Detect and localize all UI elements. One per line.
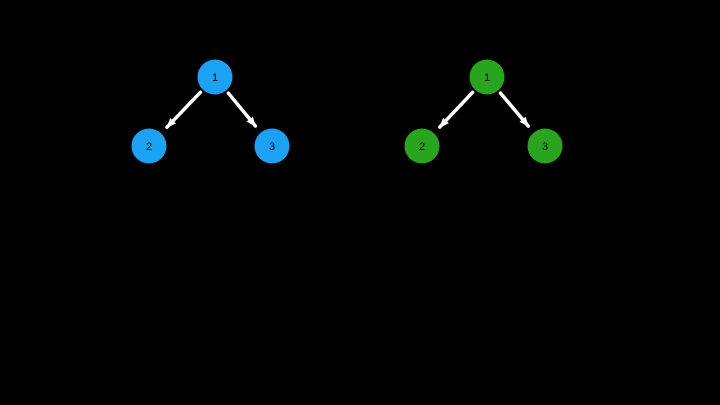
node-label: 2 [146, 141, 152, 153]
tree-node-1 [197, 59, 233, 95]
edge-arrow-1-3 [226, 91, 258, 128]
edge-arrow-1-3 [498, 91, 531, 128]
edge-arrow-1-2 [438, 90, 475, 129]
tree-node-1 [469, 59, 505, 95]
tree-node-3 [527, 128, 563, 164]
green-binary-tree: 1 2 3 [404, 59, 563, 164]
tree-node-3 [254, 128, 290, 164]
node-label: 2 [419, 141, 425, 153]
tree-node-2 [131, 128, 167, 164]
node-label: 1 [484, 72, 490, 84]
node-label: 3 [542, 141, 548, 153]
node-label: 3 [269, 141, 275, 153]
blue-binary-tree: 1 2 3 [131, 59, 290, 164]
edge-arrow-1-2 [165, 90, 203, 129]
tree-node-2 [404, 128, 440, 164]
node-label: 1 [212, 72, 218, 84]
